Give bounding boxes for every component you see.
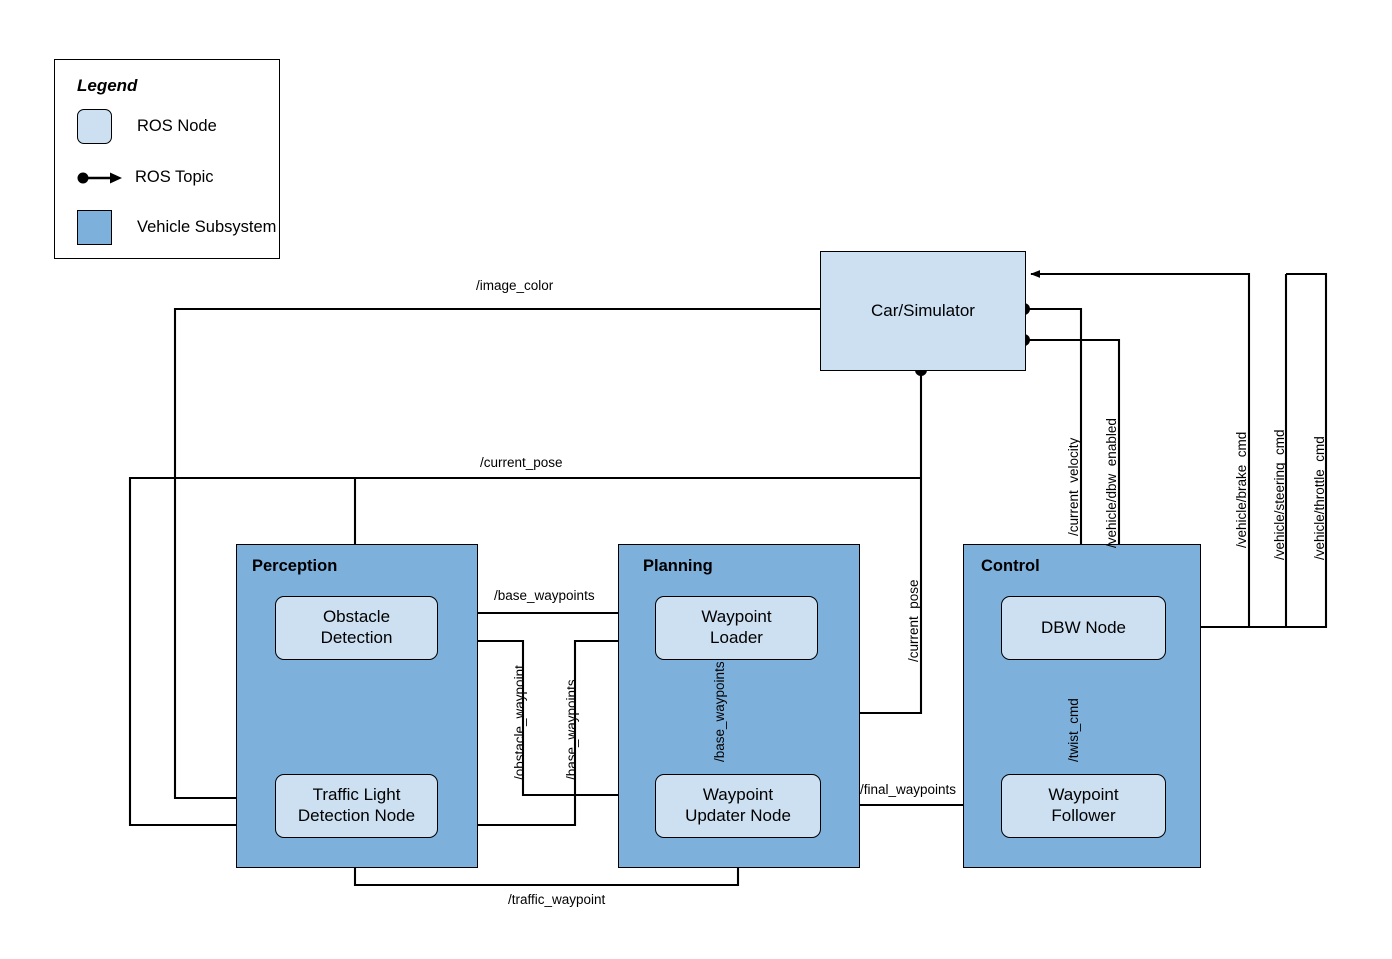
legend-label-ros-topic: ROS Topic (135, 168, 214, 186)
topic-label-vehicle-throttle-cmd: /vehicle/throttle_cmd (1312, 436, 1327, 560)
subsystem-perception-title: Perception (252, 557, 338, 575)
topic-label-vehicle-dbw-enabled: /vehicle/dbw_enabled (1104, 418, 1119, 548)
car-simulator-box[interactable]: Car/Simulator (820, 251, 1026, 371)
legend-item-ros-topic: ROS Topic (77, 168, 214, 187)
subsystem-planning-title: Planning (643, 557, 713, 575)
topic-label-current-pose-top: /current_pose (480, 455, 563, 470)
node-waypoint-loader-line2: Loader (710, 628, 763, 647)
node-waypoint-loader[interactable]: Waypoint Loader (655, 596, 818, 660)
subsystem-swatch (77, 210, 112, 245)
node-waypoint-updater-line2: Updater Node (685, 806, 791, 825)
node-obstacle-detection-line2: Detection (320, 628, 393, 647)
subsystem-control-title: Control (981, 557, 1040, 575)
topic-label-vehicle-steering-cmd: /vehicle/steering_cmd (1272, 429, 1287, 560)
car-simulator-label: Car/Simulator (871, 301, 975, 320)
node-obstacle-detection[interactable]: Obstacle Detection (275, 596, 438, 660)
node-traffic-light-detection-line1: Traffic Light (312, 785, 401, 805)
topic-label-vehicle-brake-cmd: /vehicle/brake_cmd (1234, 431, 1249, 548)
legend-label-vehicle-subsystem: Vehicle Subsystem (137, 218, 277, 236)
node-waypoint-follower-line2: Follower (1051, 806, 1116, 825)
topic-label-current-velocity: /current_velocity (1066, 437, 1081, 536)
node-dbw[interactable]: DBW Node (1001, 596, 1166, 660)
topic-label-obstacle-waypoint: /obstacle_waypoint (512, 665, 527, 780)
node-dbw-label: DBW Node (1040, 617, 1127, 637)
legend-label-ros-node: ROS Node (137, 117, 217, 135)
node-obstacle-detection-line1: Obstacle (322, 607, 391, 627)
topic-label-final-waypoints: /final_waypoints (860, 782, 957, 797)
topic-label-twist-cmd: /twist_cmd (1066, 698, 1081, 762)
topic-label-image-color: /image_color (476, 278, 554, 293)
node-waypoint-updater-line1: Waypoint (702, 785, 774, 805)
node-waypoint-follower-line1: Waypoint (1048, 785, 1119, 805)
topic-label-base-waypoints-top: /base_waypoints (494, 588, 595, 603)
node-traffic-light-detection[interactable]: Traffic Light Detection Node (275, 774, 438, 838)
legend-item-ros-node: ROS Node (77, 109, 217, 144)
node-waypoint-follower[interactable]: Waypoint Follower (1001, 774, 1166, 838)
node-waypoint-updater[interactable]: Waypoint Updater Node (655, 774, 821, 838)
topic-label-base-waypoints-vert: /base_waypoints (564, 679, 579, 780)
legend-panel: Legend ROS Node ROS Topic Vehicle Subsys… (54, 59, 280, 259)
node-swatch (77, 109, 112, 144)
topic-label-traffic-waypoint: /traffic_waypoint (508, 892, 606, 907)
topic-label-current-pose-vert: /current_pose (906, 579, 921, 662)
node-waypoint-loader-line1: Waypoint (701, 607, 772, 627)
topic-label-base-waypoints-planning: /base_waypoints (712, 661, 727, 762)
legend-title: Legend (77, 76, 138, 95)
legend-item-vehicle-subsystem: Vehicle Subsystem (77, 210, 276, 245)
node-traffic-light-detection-line2: Detection Node (297, 806, 416, 825)
topic-arrow-icon (77, 170, 123, 186)
